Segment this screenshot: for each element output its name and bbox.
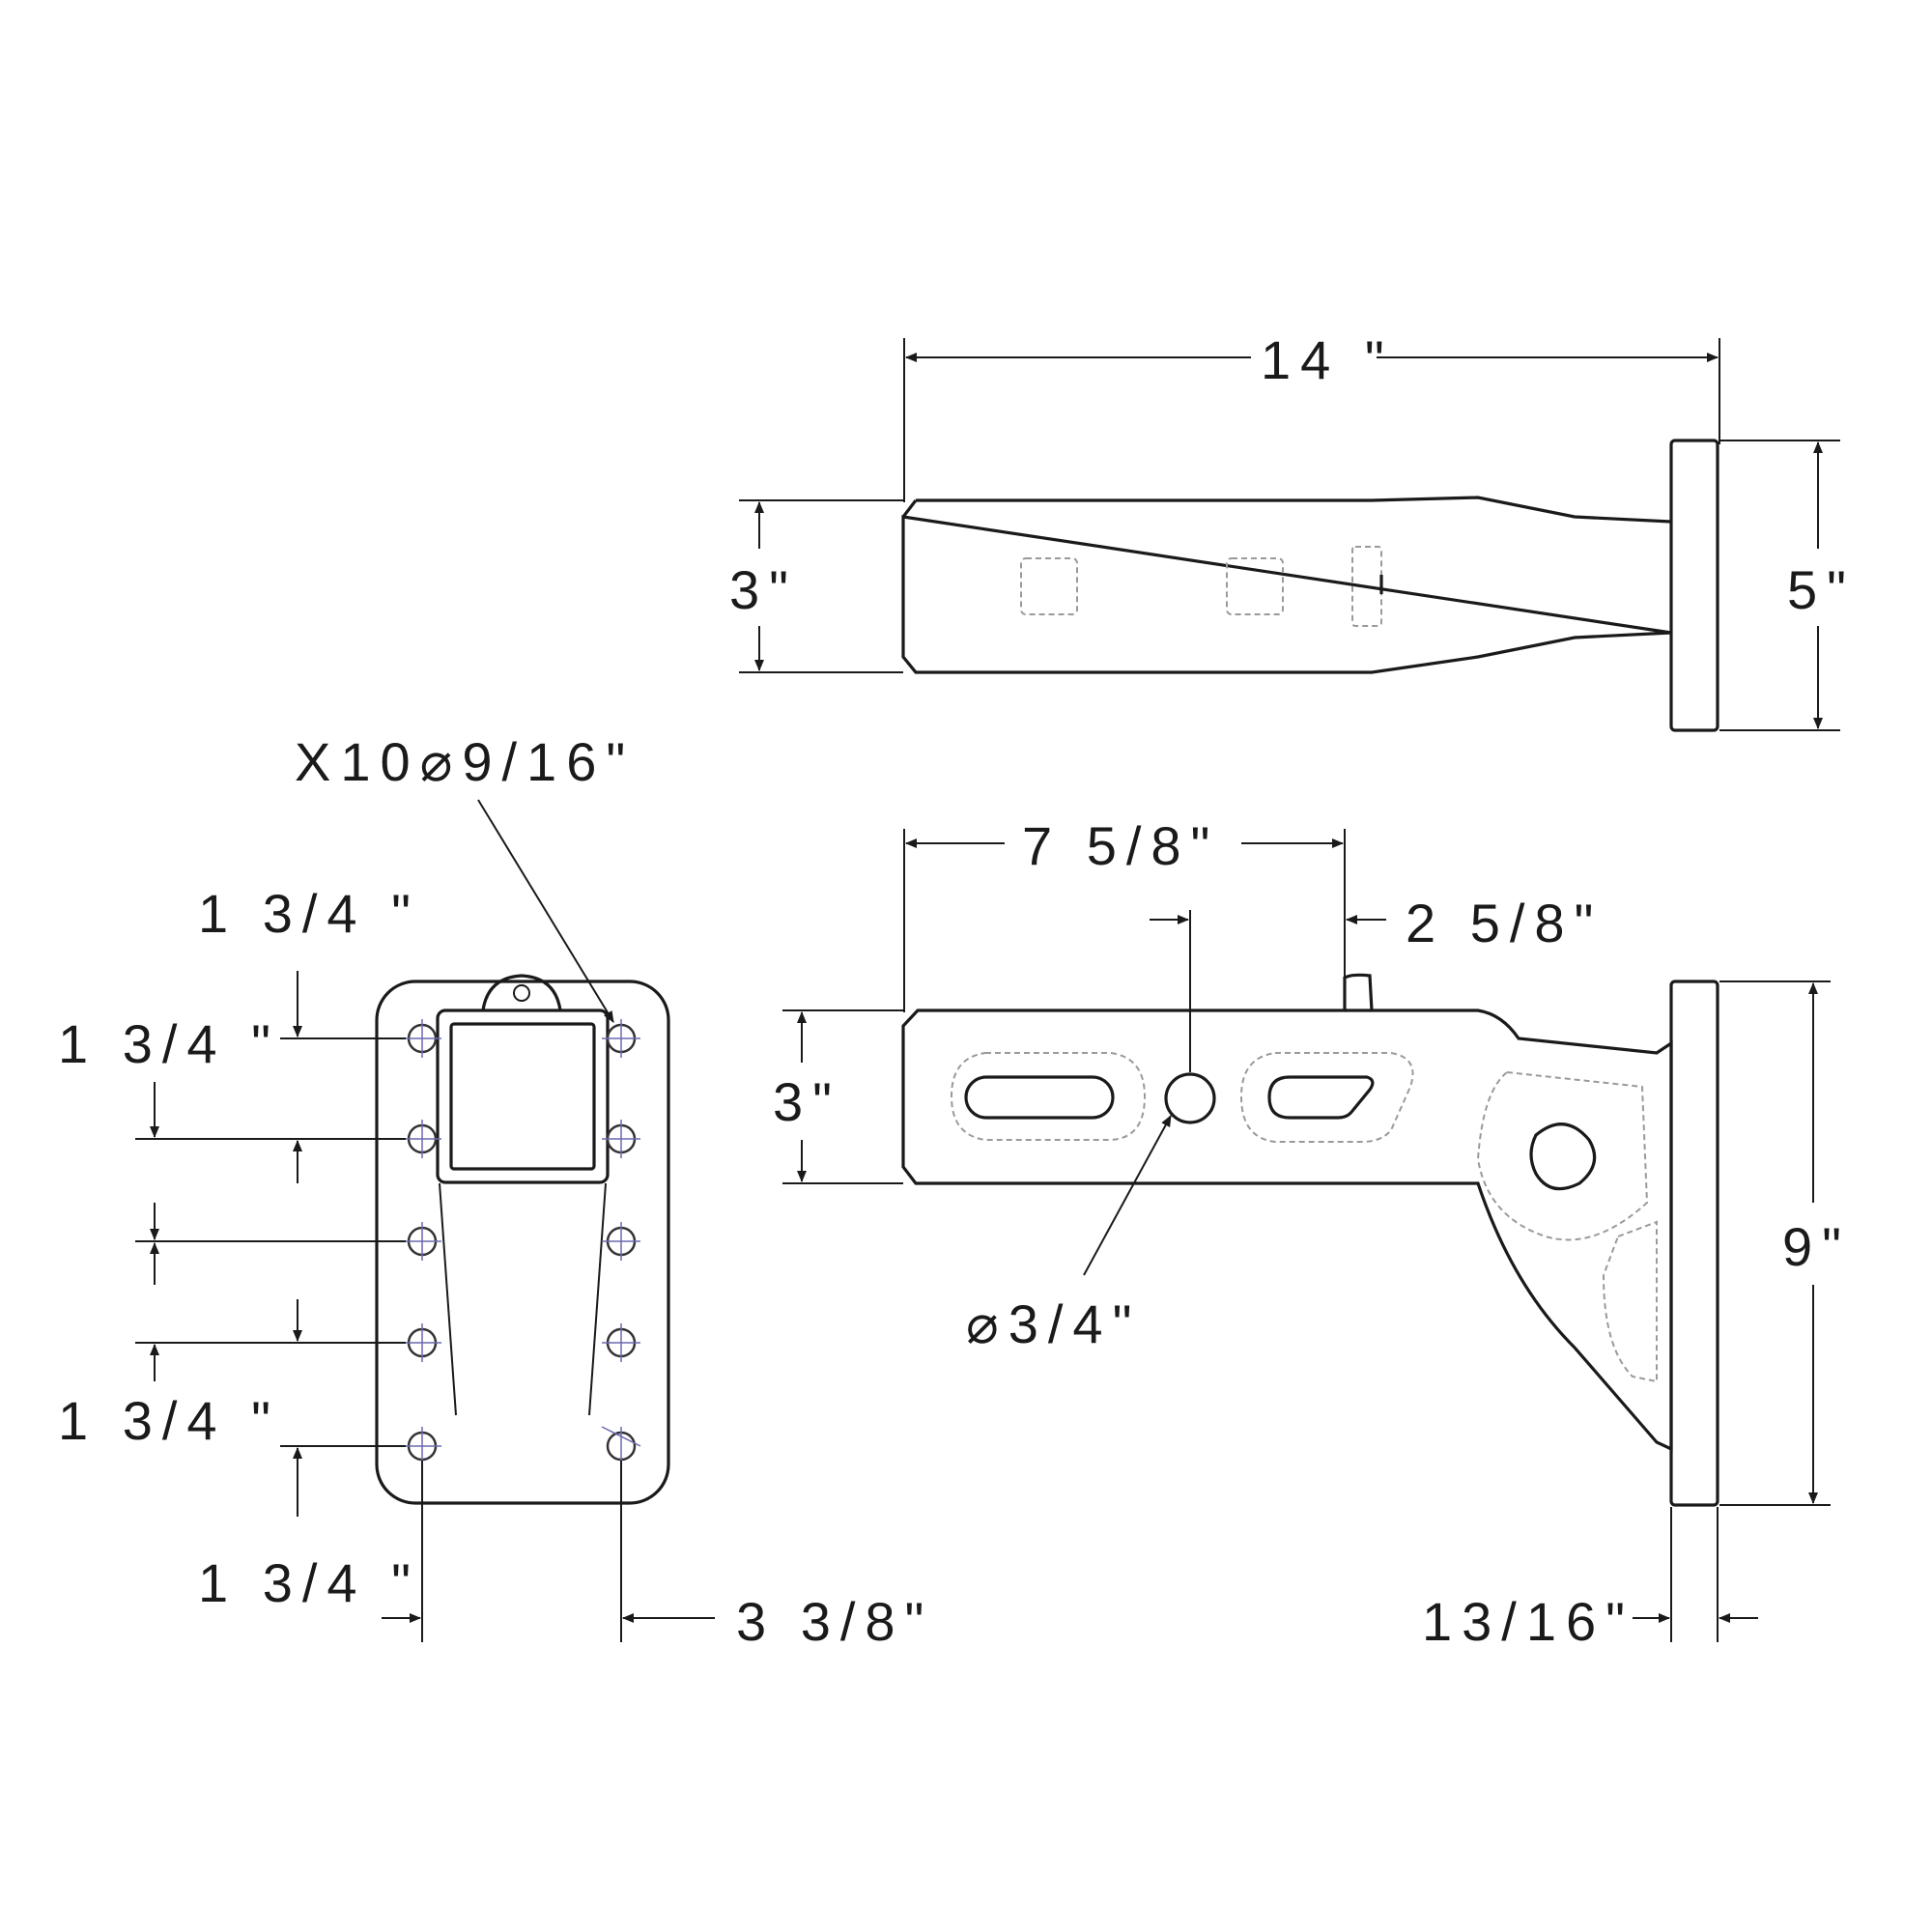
side-hole-offset-label: 7 5/8" xyxy=(1022,815,1219,876)
top-tube-height-label: 3" xyxy=(729,559,798,620)
side-hole-diameter-label: ⌀3/4" xyxy=(966,1293,1141,1354)
top-length-label-bg xyxy=(1252,314,1376,382)
side-gusset-recess-upper xyxy=(1476,1070,1649,1241)
end-tab-hole xyxy=(513,984,530,1002)
end-pitch-label-4: 1 3/4 " xyxy=(198,1552,420,1613)
side-slot-2-hidden xyxy=(1239,1052,1414,1143)
side-tube-height-label: 3" xyxy=(773,1071,841,1132)
side-stop-offset-label: 2 5/8" xyxy=(1406,893,1603,953)
side-slot-1-hidden xyxy=(950,1052,1147,1141)
end-gusset-left xyxy=(439,1182,457,1416)
top-tube-outline xyxy=(901,496,1672,674)
top-hidden-hole-2 xyxy=(1226,557,1284,615)
side-plate-height-label: 9" xyxy=(1782,1216,1851,1277)
side-plate-thickness-label: 13/16" xyxy=(1422,1591,1634,1652)
end-gusset-right xyxy=(588,1182,607,1416)
side-round-hole xyxy=(1164,1072,1216,1124)
end-pitch-label-3: 1 3/4 " xyxy=(58,1390,280,1451)
end-tab xyxy=(481,974,562,1011)
side-slot-1 xyxy=(964,1075,1115,1120)
end-hole-spacing-label: 3 3/8" xyxy=(736,1591,933,1652)
side-slot-2 xyxy=(1267,1075,1375,1120)
top-hidden-slot xyxy=(1351,546,1382,627)
top-length-label: 14 " xyxy=(1261,329,1394,390)
side-view: 7 5/8" 2 5/8" 3" 9" ⌀3/4" xyxy=(773,815,1851,1652)
side-mount-plate xyxy=(1669,980,1719,1507)
end-hole-centers xyxy=(403,1019,641,1465)
end-hole-callout-leader xyxy=(477,799,614,1023)
end-tube-outer xyxy=(436,1009,610,1184)
top-view: 14 " 3" 5" xyxy=(729,314,1856,732)
top-plate-height-label: 5" xyxy=(1787,559,1856,620)
end-pitch-label-2: 1 3/4 " xyxy=(58,1013,280,1074)
top-tube-chamfer-top xyxy=(901,499,918,518)
end-tube-inner xyxy=(449,1022,596,1171)
side-hole-leader xyxy=(1083,1115,1172,1276)
end-view: X10⌀9/16" 1 3/4 " 1 3/4 " 1 3/4 " 1 3/4 … xyxy=(58,731,933,1652)
top-mount-plate xyxy=(1669,439,1719,732)
end-hole-callout-label: X10⌀9/16" xyxy=(295,731,635,792)
side-gusset-hole xyxy=(1529,1122,1597,1191)
end-pitch-label-1: 1 3/4 " xyxy=(198,883,420,944)
top-hidden-hole-1 xyxy=(1020,557,1078,615)
side-gusset-recess-lower xyxy=(1602,1220,1658,1383)
side-arm-outline xyxy=(901,973,1673,1452)
